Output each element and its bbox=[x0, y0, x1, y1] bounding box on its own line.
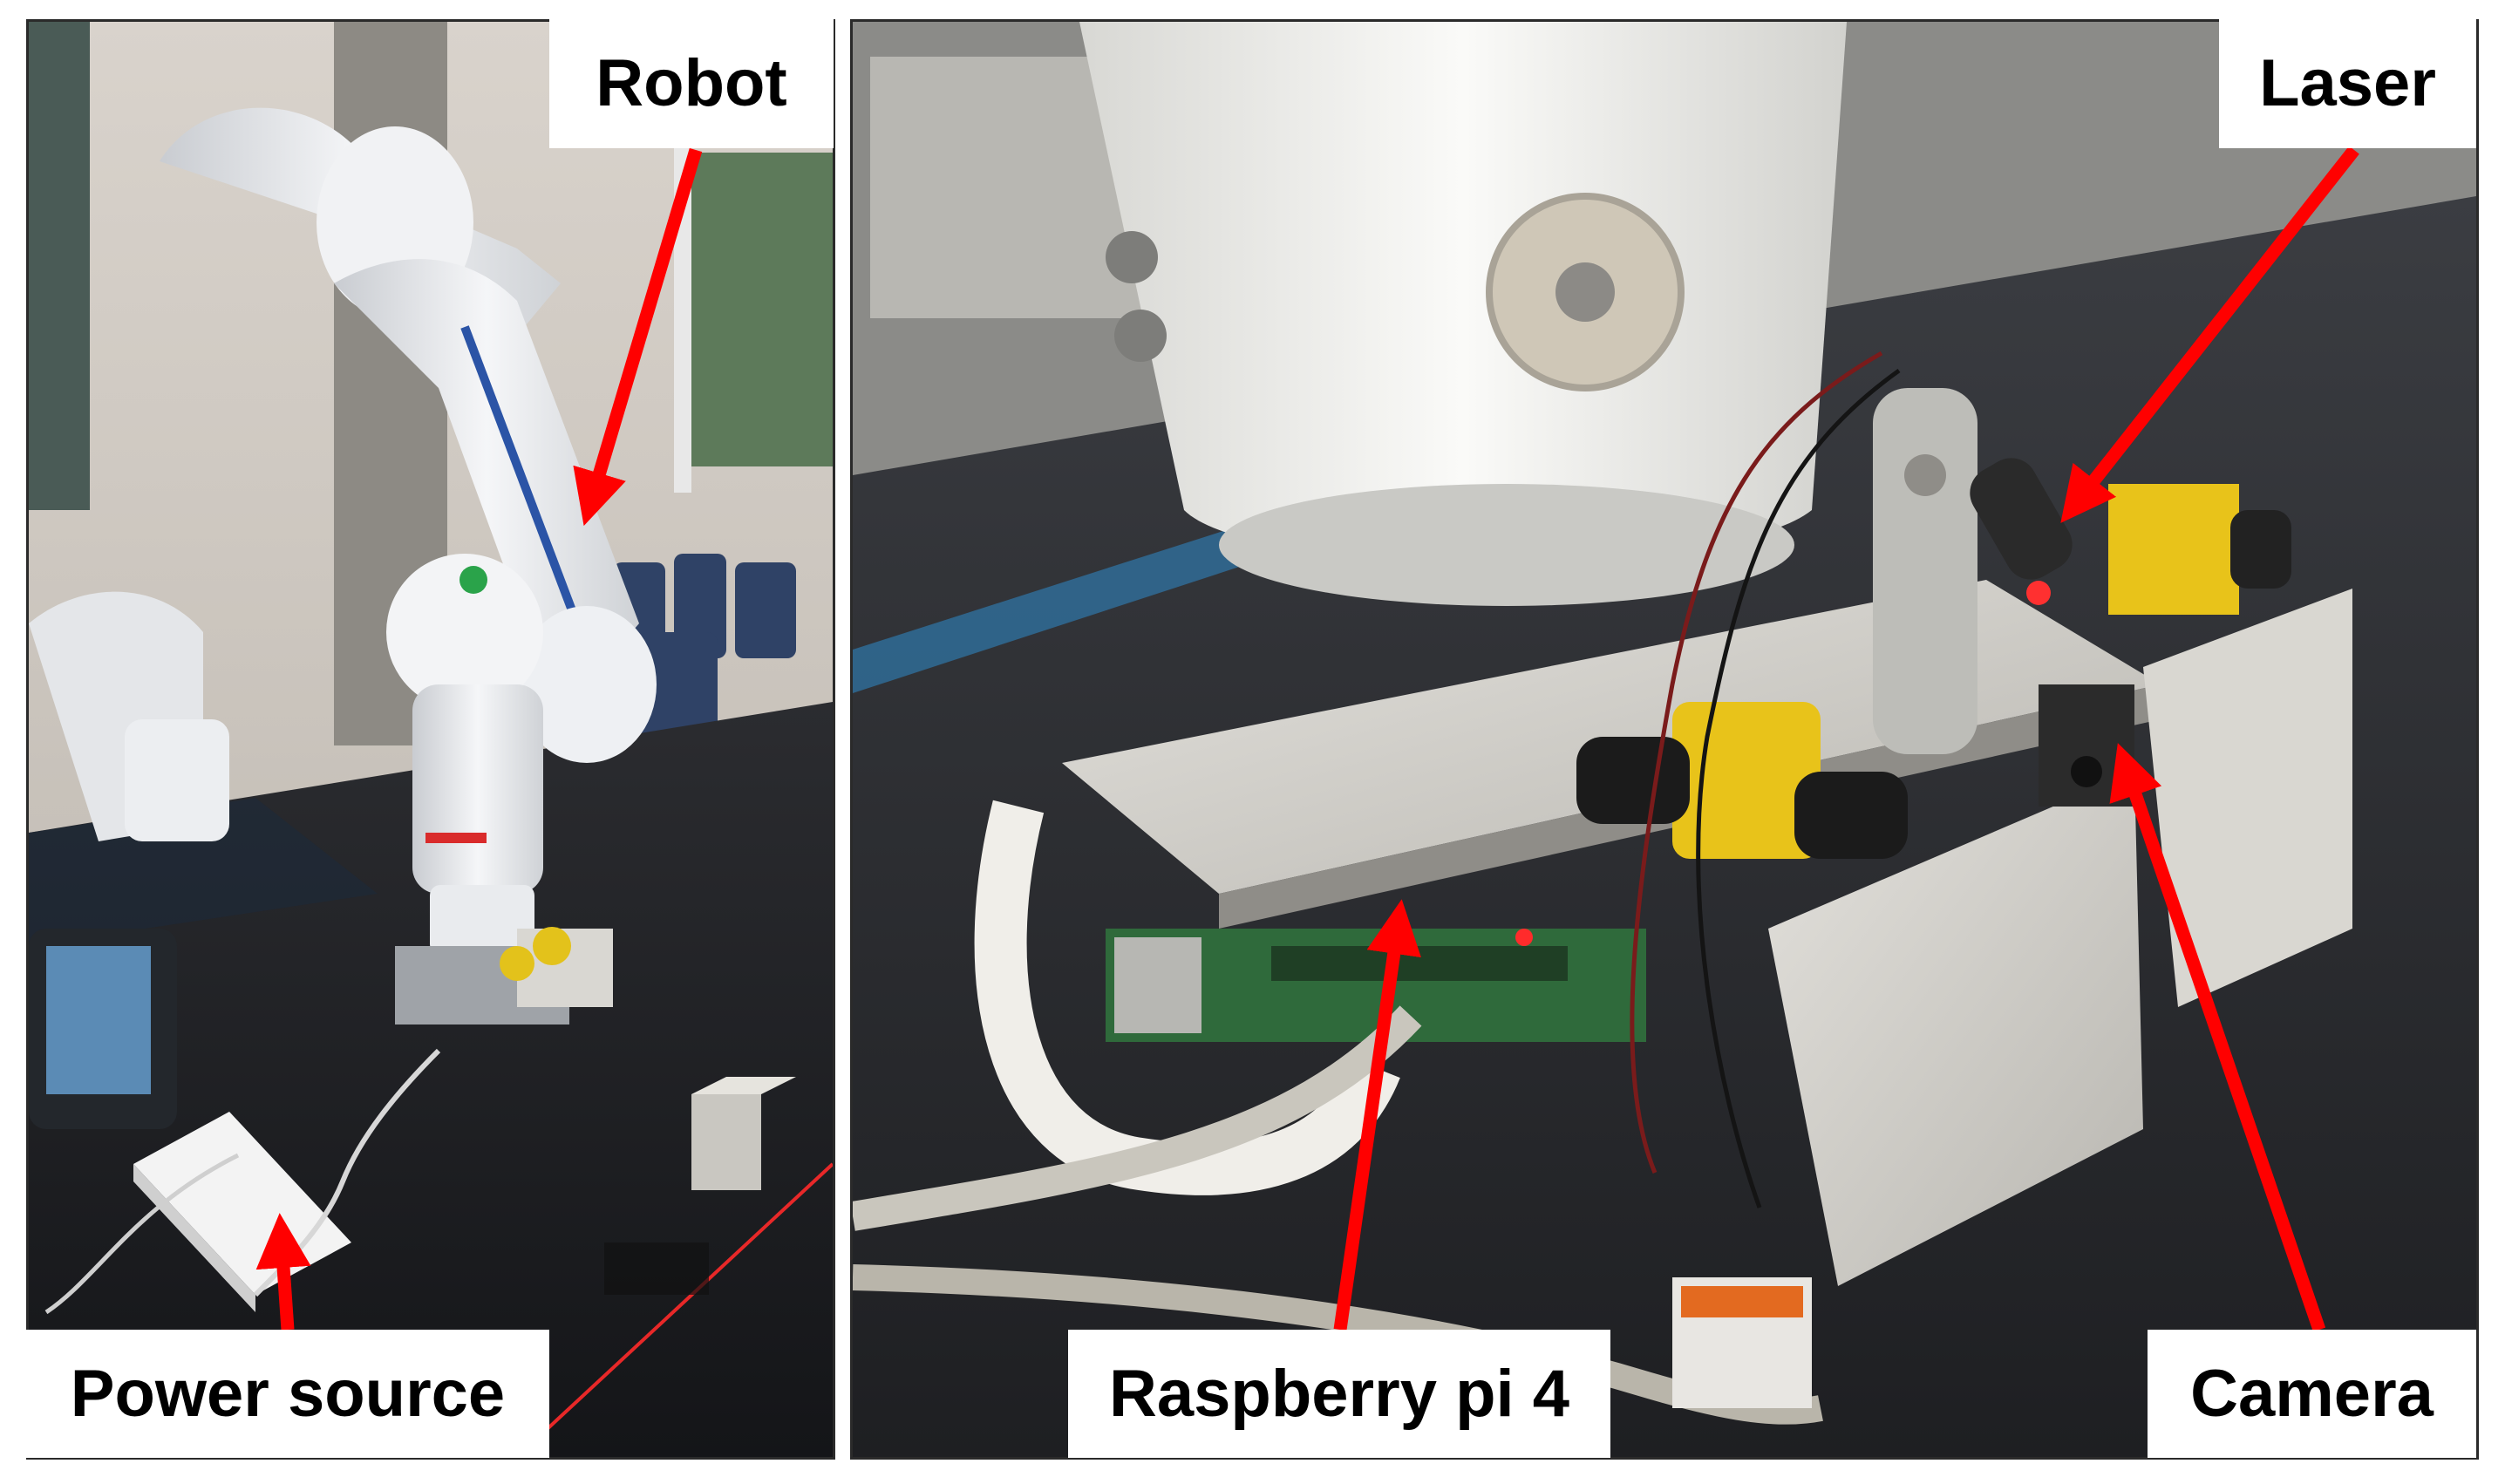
label-power-source: Power source bbox=[26, 1330, 549, 1458]
label-raspberry-pi-4: Raspberry pi 4 bbox=[1068, 1330, 1610, 1458]
photo-robot-overview-scene bbox=[29, 22, 833, 1457]
photo-robot-overview bbox=[26, 19, 835, 1460]
photo-end-effector-closeup bbox=[850, 19, 2479, 1460]
label-robot: Robot bbox=[549, 19, 834, 148]
label-camera: Camera bbox=[2148, 1330, 2476, 1458]
photo-end-effector-scene bbox=[853, 22, 2476, 1457]
label-laser: Laser bbox=[2219, 19, 2476, 148]
